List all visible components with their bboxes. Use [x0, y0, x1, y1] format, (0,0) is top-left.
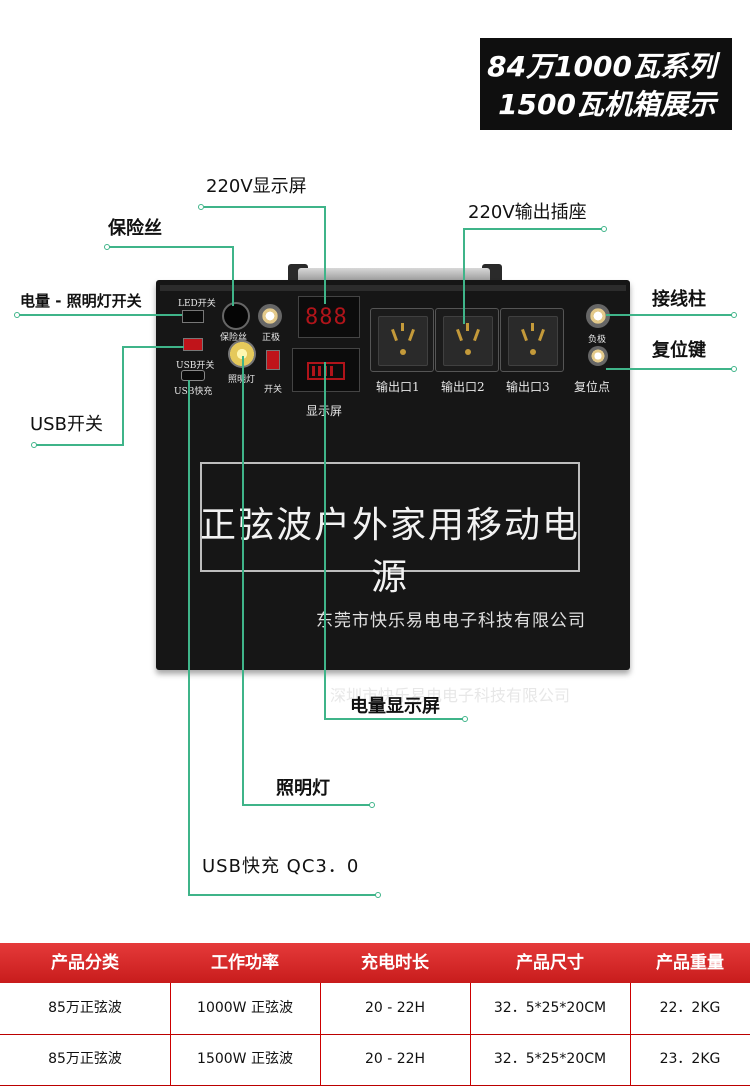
callout-battery-display: 电量显示屏	[350, 696, 440, 717]
callout-line	[188, 894, 378, 896]
column-divider	[170, 983, 171, 1086]
callout-line	[324, 206, 326, 304]
front-label-frame	[200, 462, 580, 572]
outlet-1-label: 输出口1	[376, 380, 420, 394]
badge-line-2: 1500瓦机箱展示	[498, 88, 716, 121]
callout-usb-switch: USB开关	[30, 414, 103, 435]
callout-dot	[601, 226, 607, 232]
outlet-3-label: 输出口3	[506, 380, 550, 394]
led-switch[interactable]	[182, 310, 204, 323]
callout-line	[204, 206, 326, 208]
cell-weight: 22．2KG	[659, 1000, 721, 1016]
positive-label: 正极	[262, 333, 281, 343]
battery-icon	[307, 362, 345, 380]
ac-outlet-1[interactable]	[370, 308, 434, 372]
product-name: 正弦波户外家用移动电源	[200, 505, 581, 598]
callout-dot	[375, 892, 381, 898]
table-row: 85万正弦波 1500W 正弦波 20 - 22H 32．5*25*20CM 2…	[0, 1034, 750, 1086]
cell-category: 85万正弦波	[48, 1000, 122, 1016]
column-divider	[320, 983, 321, 1086]
callout-dot	[462, 716, 468, 722]
usb-fast-port[interactable]	[181, 370, 205, 381]
callout-lamp: 照明灯	[276, 778, 330, 799]
battery-display	[292, 348, 360, 392]
cell-weight: 23．2KG	[659, 1051, 721, 1067]
usb-fast-label: USB快充	[174, 387, 213, 397]
ac-outlet-3[interactable]	[500, 308, 564, 372]
lamp-label: 照明灯	[228, 372, 255, 385]
reset-button[interactable]	[588, 346, 608, 366]
usb-switch-label: USB开关	[176, 361, 215, 371]
header-weight: 产品重量	[656, 953, 724, 973]
column-divider	[470, 983, 471, 1086]
callout-line	[242, 356, 244, 806]
table-header: 产品分类 工作功率 充电时长 产品尺寸 产品重量	[0, 943, 750, 983]
header-category: 产品分类	[51, 953, 119, 973]
callout-line	[34, 444, 124, 446]
callout-dot	[198, 204, 204, 210]
callout-reset-key: 复位键	[652, 340, 706, 361]
callout-line	[463, 228, 605, 230]
company-reflection: 深圳市快乐易电电子科技有限公司	[329, 686, 570, 705]
cell-power: 1000W 正弦波	[197, 1000, 293, 1016]
voltage-display: 888	[298, 296, 360, 338]
callout-battery-lamp-switch: 电量 - 照明灯开关	[20, 292, 142, 310]
callout-dot	[731, 366, 737, 372]
callout-line	[606, 314, 736, 316]
callout-dot	[31, 442, 37, 448]
cell-category: 85万正弦波	[48, 1051, 122, 1067]
fuse-label: 保险丝	[220, 333, 248, 343]
callout-line	[463, 228, 465, 324]
company-name: 东莞市快乐易电电子科技有限公司	[316, 611, 586, 631]
header-size: 产品尺寸	[516, 953, 584, 973]
fuse-holder[interactable]	[222, 302, 250, 330]
callout-line	[232, 246, 234, 306]
callout-220v-output: 220V输出插座	[468, 202, 587, 223]
cell-power: 1500W 正弦波	[197, 1051, 293, 1067]
header-charge-time: 充电时长	[361, 953, 429, 973]
negative-label: 负极	[588, 335, 607, 345]
callout-dot	[369, 802, 375, 808]
voltage-display-value: 888	[305, 305, 348, 330]
cell-size: 32．5*25*20CM	[493, 1000, 607, 1016]
title-badge: 84万1000瓦系列 1500瓦机箱展示	[480, 38, 732, 130]
spec-table: 产品分类 工作功率 充电时长 产品尺寸 产品重量 85万正弦波 1000W 正弦…	[0, 943, 750, 1086]
main-switch[interactable]	[266, 350, 280, 370]
callout-dot	[14, 312, 20, 318]
column-divider	[630, 983, 631, 1086]
callout-line	[122, 346, 124, 446]
callout-220v-display: 220V显示屏	[206, 176, 307, 197]
cell-charge-time: 20 - 22H	[364, 1000, 426, 1016]
ac-outlet-2[interactable]	[435, 308, 499, 372]
callout-usb-fast: USB快充 QC3．0	[202, 856, 360, 877]
led-switch-label: LED开关	[178, 299, 216, 309]
callout-line	[242, 804, 372, 806]
callout-line	[108, 246, 234, 248]
callout-line	[16, 314, 182, 316]
callout-line	[606, 368, 736, 370]
body-top-edge	[160, 285, 626, 291]
header-power: 工作功率	[211, 953, 279, 973]
cell-charge-time: 20 - 22H	[364, 1051, 426, 1067]
negative-terminal[interactable]	[586, 304, 610, 328]
positive-terminal[interactable]	[258, 304, 282, 328]
callout-line	[188, 380, 190, 896]
cell-size: 32．5*25*20CM	[493, 1051, 607, 1067]
callout-line	[122, 346, 184, 348]
callout-dot	[104, 244, 110, 250]
callout-line	[324, 718, 464, 720]
callout-fuse: 保险丝	[108, 218, 162, 239]
battery-lamp-switch[interactable]	[183, 338, 203, 351]
table-row: 85万正弦波 1000W 正弦波 20 - 22H 32．5*25*20CM 2…	[0, 983, 750, 1035]
reset-label: 复位点	[574, 380, 611, 394]
callout-line	[324, 362, 326, 720]
main-switch-label: 开关	[264, 385, 283, 395]
callout-terminal: 接线柱	[652, 289, 706, 310]
outlet-2-label: 输出口2	[441, 380, 485, 394]
callout-dot	[731, 312, 737, 318]
badge-line-1: 84万1000瓦系列	[487, 50, 716, 83]
